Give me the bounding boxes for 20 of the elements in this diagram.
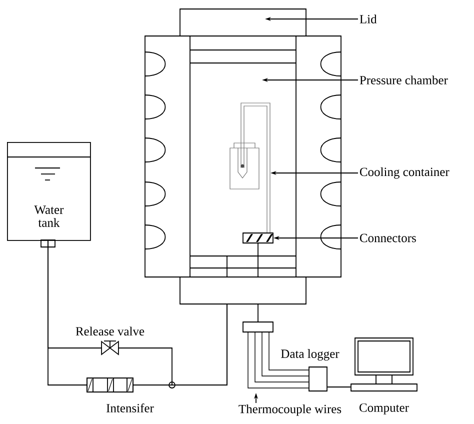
component-label: Intensifer [106,403,154,412]
connector-block [242,232,274,244]
component-label: Data logger [281,349,340,361]
callout-label: Pressure chamber [360,76,448,84]
wire [254,332,309,382]
callout-label: Thermocouple wires [238,404,342,416]
vessel-base [180,276,306,304]
pipe [48,240,87,386]
wire [248,332,309,388]
wire [268,332,309,370]
wire [262,332,309,376]
callout-label: Cooling container [360,167,450,179]
water-tank: Water tank [6,142,91,248]
cooling-container-drawing [230,102,270,234]
cable [327,386,351,388]
component-label: Computer [360,403,409,414]
callout-label: Connectors [360,234,416,242]
callout-label: Lid [360,14,377,24]
terminal-block [242,322,274,332]
component-label: Release valve [76,326,144,336]
